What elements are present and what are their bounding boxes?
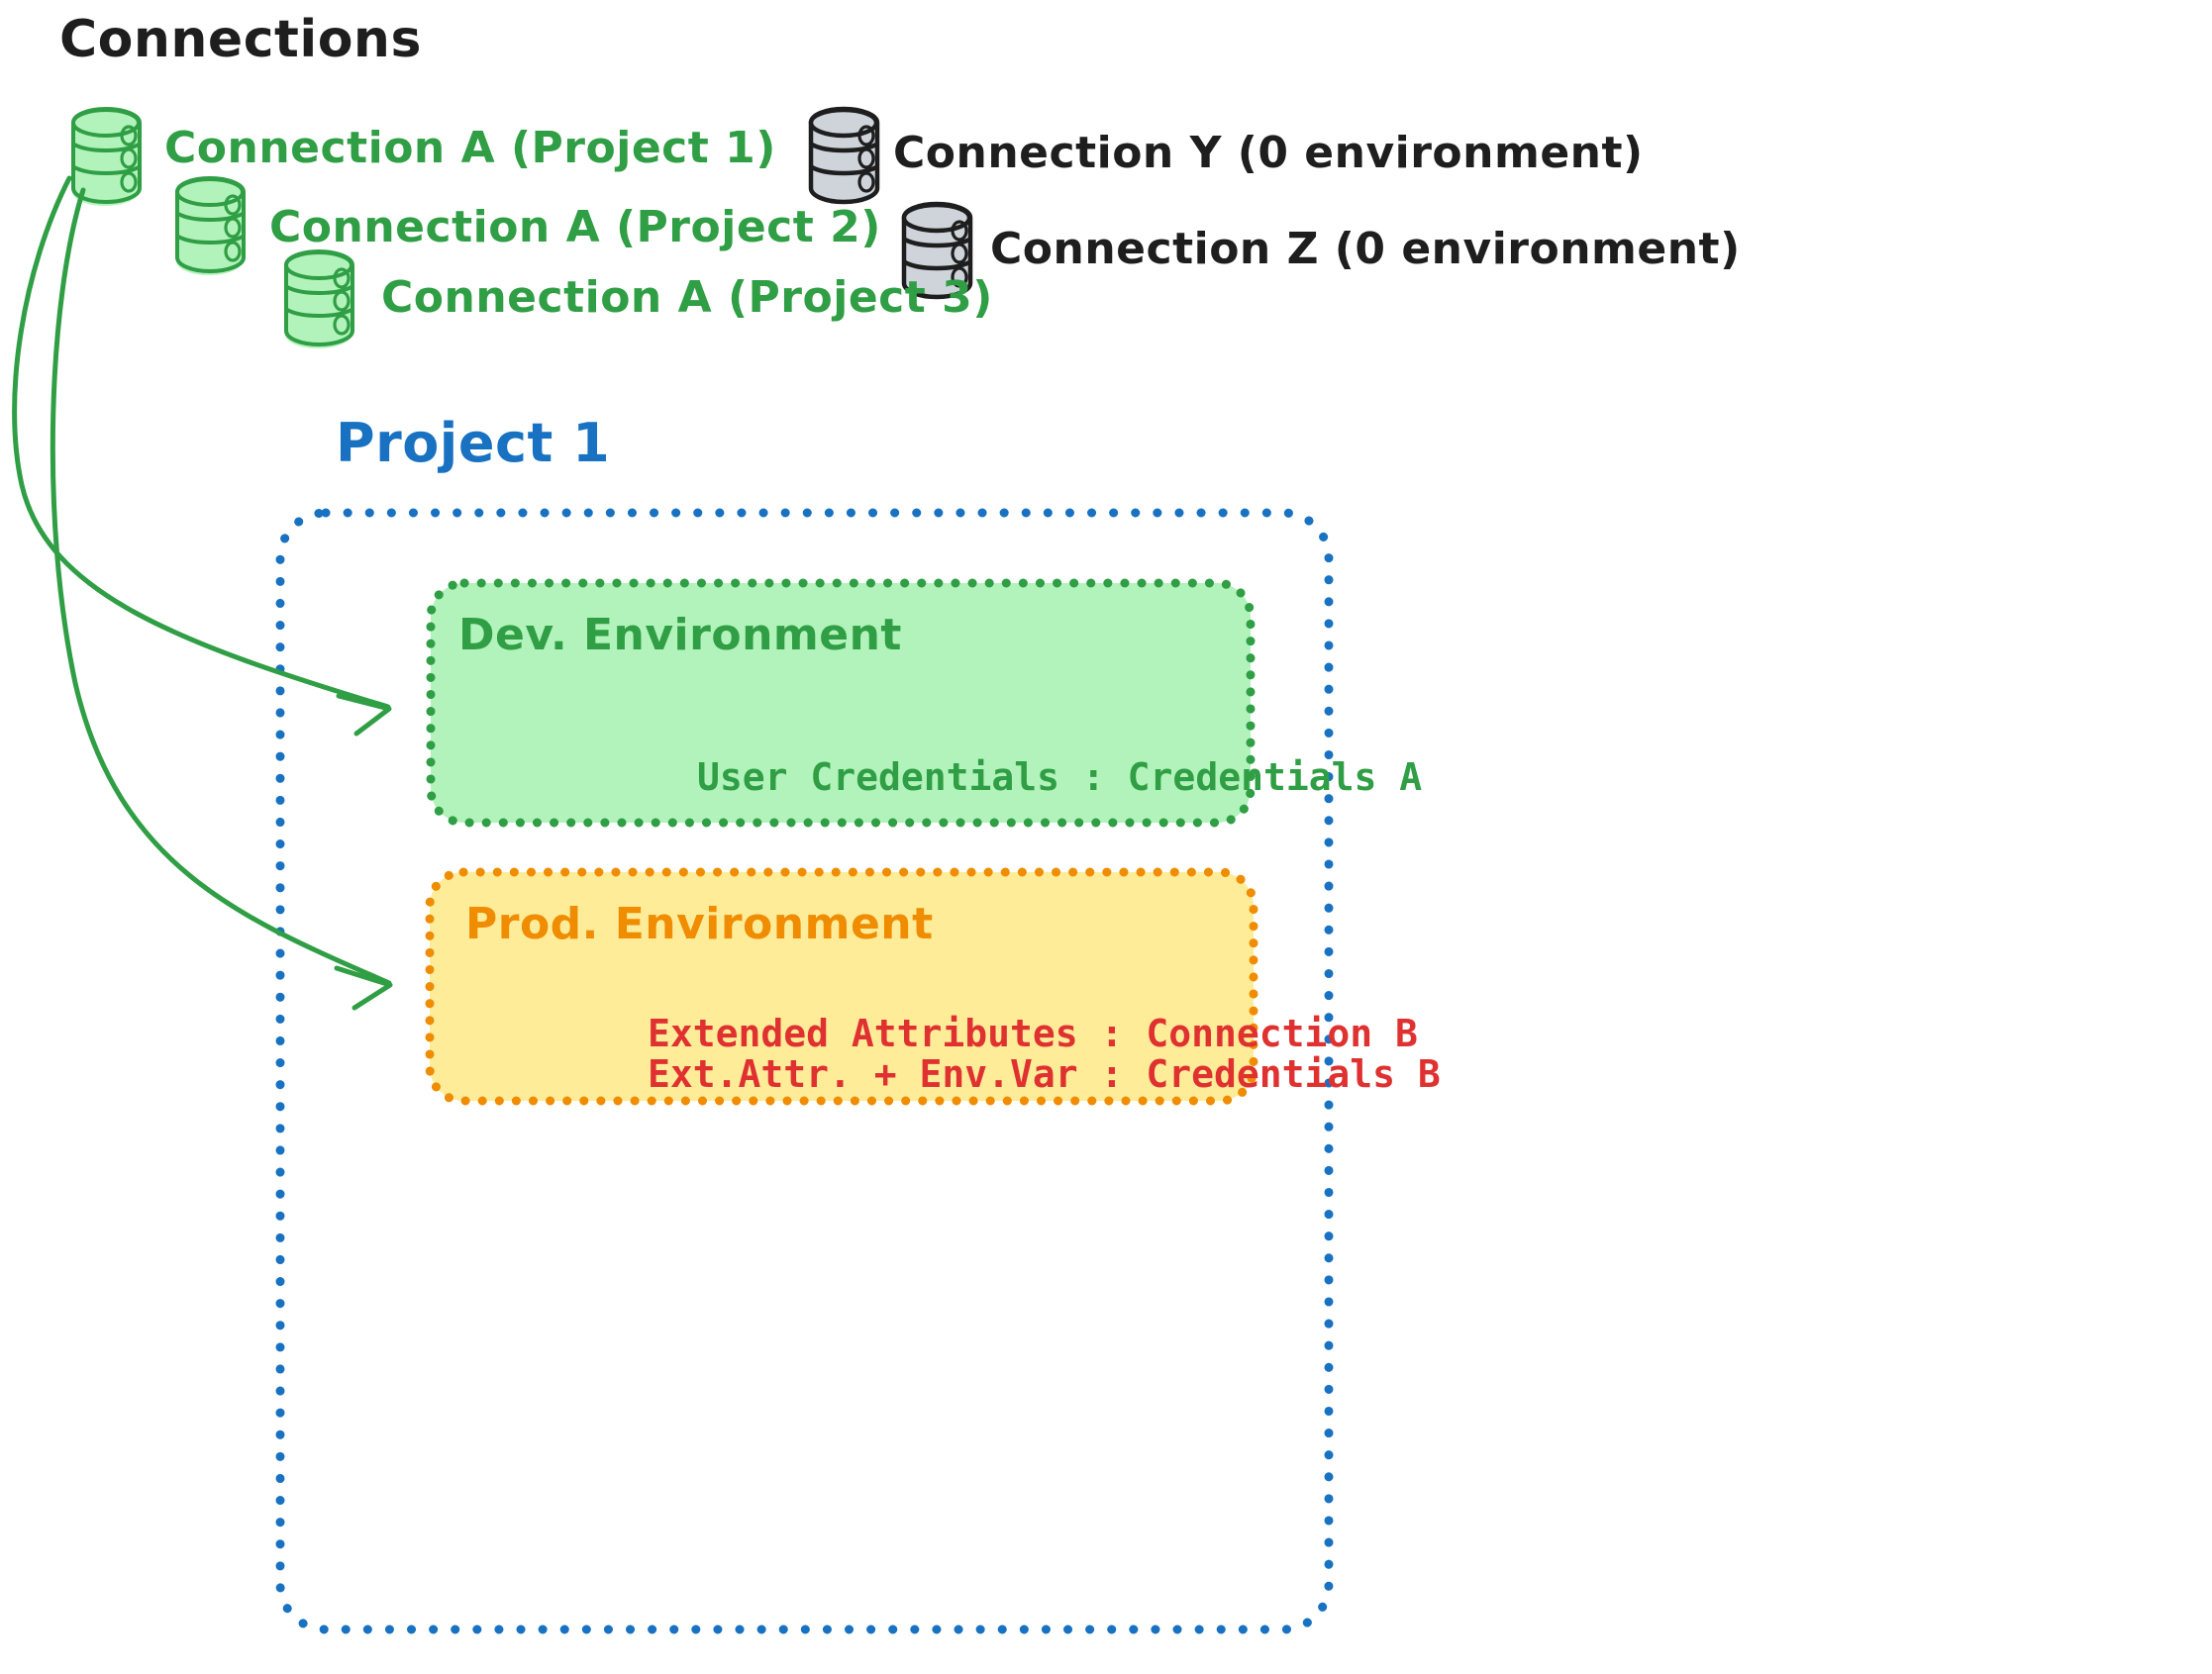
dev-environment-row-user-credentials: User Credentials : Credentials A xyxy=(697,755,1423,799)
database-icon-connection-y xyxy=(808,106,880,205)
database-icon-connection-a-project-1 xyxy=(71,107,142,206)
database-icon-connection-a-project-2 xyxy=(175,176,246,275)
prod-environment-row-extended-attributes: Extended Attributes : Connection B xyxy=(648,1012,1418,1055)
arrow-connection-a-to-prod-environment xyxy=(50,187,393,1011)
project-title: Project 1 xyxy=(336,412,611,474)
page-title: Connections xyxy=(59,10,422,69)
label-connection-z: Connection Z (0 environment) xyxy=(990,224,1741,274)
prod-environment-row-ext-attr-env-var: Ext.Attr. + Env.Var : Credentials B xyxy=(648,1052,1441,1096)
label-connection-a-project-1: Connection A (Project 1) xyxy=(164,123,776,173)
label-connection-y: Connection Y (0 environment) xyxy=(893,128,1644,178)
label-connection-a-project-2: Connection A (Project 2) xyxy=(269,202,881,252)
database-icon-connection-a-project-3 xyxy=(284,249,354,348)
arrow-connection-a-to-dev-environment xyxy=(12,175,392,737)
dev-environment-title: Dev. Environment xyxy=(458,610,902,660)
prod-environment-title: Prod. Environment xyxy=(465,899,934,949)
label-connection-a-project-3: Connection A (Project 3) xyxy=(381,272,993,323)
